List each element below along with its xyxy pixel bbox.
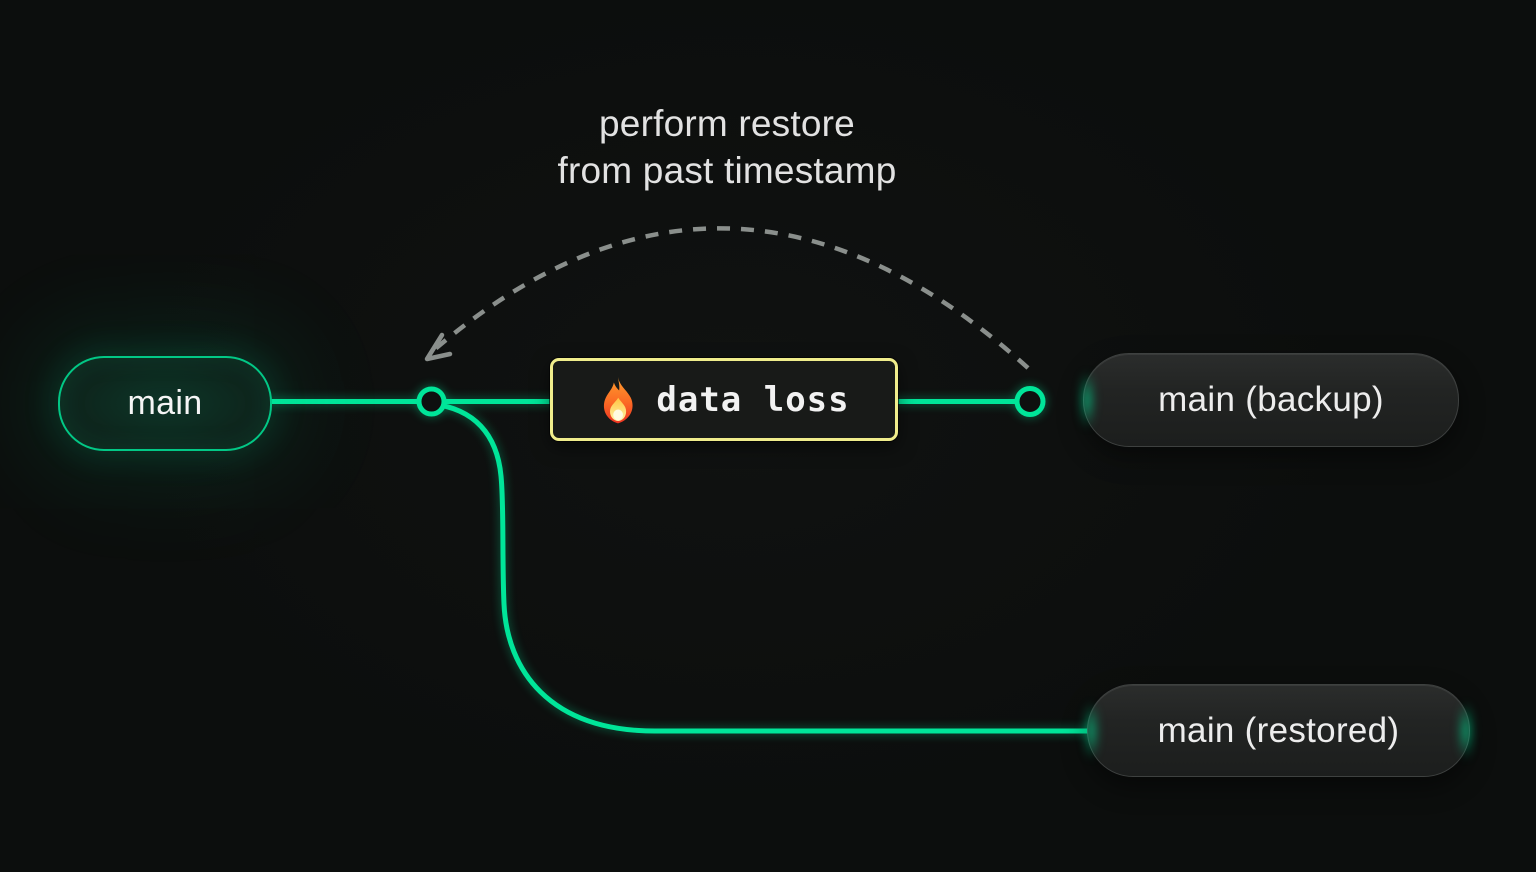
annotation-line-1: perform restore bbox=[599, 103, 855, 144]
backup-point-node bbox=[1014, 386, 1046, 417]
branch-backup-label: main (backup) bbox=[1158, 380, 1384, 419]
annotation-line-2: from past timestamp bbox=[557, 150, 897, 191]
branch-main-label: main bbox=[127, 384, 203, 422]
branch-pill-main: main bbox=[58, 356, 272, 451]
restored-branch-line bbox=[430, 401, 1095, 734]
restore-arc bbox=[432, 226, 1030, 370]
data-loss-event-box: data loss bbox=[550, 358, 898, 441]
branch-restored-label: main (restored) bbox=[1157, 710, 1400, 750]
fire-icon bbox=[604, 376, 633, 423]
restore-annotation: perform restore from past timestamp bbox=[377, 100, 1077, 194]
branch-pill-backup: main (backup) bbox=[1080, 353, 1459, 447]
branch-pill-restored: main (restored) bbox=[1084, 684, 1473, 777]
restore-arrowhead-icon bbox=[424, 332, 453, 362]
data-loss-label: data loss bbox=[656, 379, 850, 420]
branch-point-node bbox=[416, 386, 447, 417]
